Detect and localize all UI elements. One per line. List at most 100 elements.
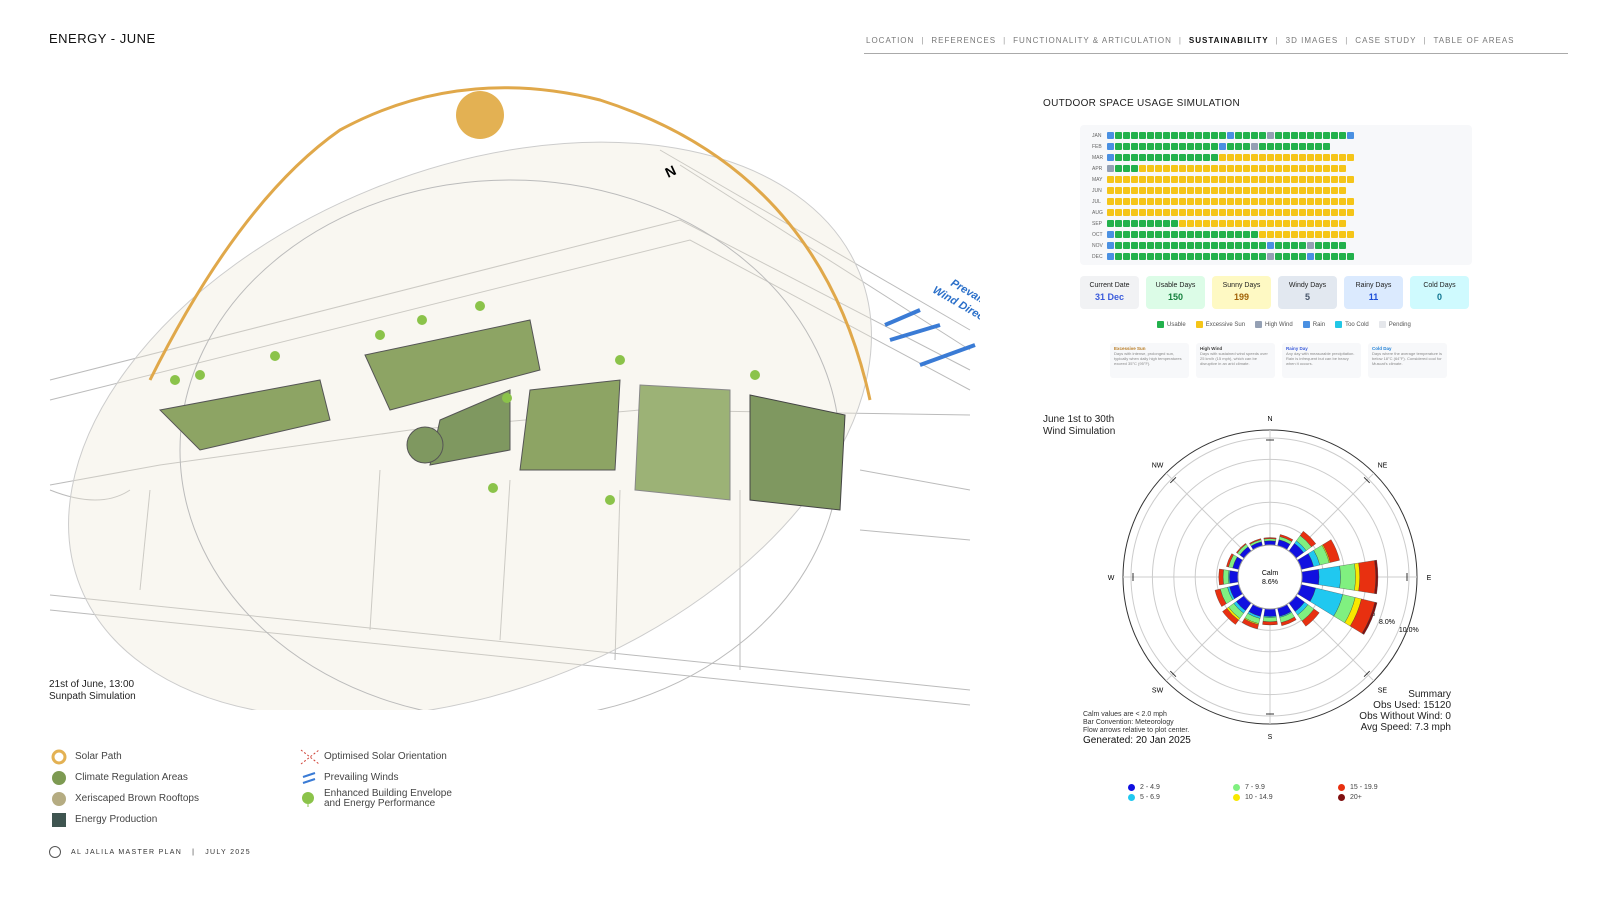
day-cell[interactable] xyxy=(1107,154,1114,161)
day-cell[interactable] xyxy=(1243,198,1250,205)
day-cell[interactable] xyxy=(1107,220,1114,227)
day-cell[interactable] xyxy=(1163,253,1170,260)
day-cell[interactable] xyxy=(1131,198,1138,205)
day-cell[interactable] xyxy=(1307,231,1314,238)
day-cell[interactable] xyxy=(1259,242,1266,249)
day-cell[interactable] xyxy=(1267,231,1274,238)
day-cell[interactable] xyxy=(1155,220,1162,227)
day-cell[interactable] xyxy=(1179,231,1186,238)
day-cell[interactable] xyxy=(1219,231,1226,238)
day-cell[interactable] xyxy=(1283,253,1290,260)
day-cell[interactable] xyxy=(1179,143,1186,150)
day-cell[interactable] xyxy=(1187,176,1194,183)
day-cell[interactable] xyxy=(1139,132,1146,139)
day-cell[interactable] xyxy=(1251,187,1258,194)
day-cell[interactable] xyxy=(1131,209,1138,216)
day-cell[interactable] xyxy=(1331,209,1338,216)
day-cell[interactable] xyxy=(1171,165,1178,172)
day-cell[interactable] xyxy=(1291,198,1298,205)
day-cell[interactable] xyxy=(1123,220,1130,227)
day-cell[interactable] xyxy=(1115,143,1122,150)
day-cell[interactable] xyxy=(1123,242,1130,249)
day-cell[interactable] xyxy=(1203,220,1210,227)
day-cell[interactable] xyxy=(1275,242,1282,249)
day-cell[interactable] xyxy=(1211,220,1218,227)
day-cell[interactable] xyxy=(1315,242,1322,249)
day-cell[interactable] xyxy=(1227,154,1234,161)
day-cell[interactable] xyxy=(1283,198,1290,205)
day-cell[interactable] xyxy=(1147,209,1154,216)
day-cell[interactable] xyxy=(1147,187,1154,194)
day-cell[interactable] xyxy=(1139,209,1146,216)
day-cell[interactable] xyxy=(1155,165,1162,172)
day-cell[interactable] xyxy=(1147,165,1154,172)
day-cell[interactable] xyxy=(1203,132,1210,139)
day-cell[interactable] xyxy=(1123,165,1130,172)
day-cell[interactable] xyxy=(1179,154,1186,161)
day-cell[interactable] xyxy=(1219,242,1226,249)
day-cell[interactable] xyxy=(1163,198,1170,205)
day-cell[interactable] xyxy=(1219,143,1226,150)
day-cell[interactable] xyxy=(1347,198,1354,205)
day-cell[interactable] xyxy=(1147,154,1154,161)
day-cell[interactable] xyxy=(1299,165,1306,172)
day-cell[interactable] xyxy=(1179,165,1186,172)
day-cell[interactable] xyxy=(1227,198,1234,205)
day-cell[interactable] xyxy=(1155,154,1162,161)
day-cell[interactable] xyxy=(1163,220,1170,227)
day-cell[interactable] xyxy=(1299,132,1306,139)
day-cell[interactable] xyxy=(1203,165,1210,172)
day-cell[interactable] xyxy=(1115,209,1122,216)
day-cell[interactable] xyxy=(1339,198,1346,205)
day-cell[interactable] xyxy=(1195,242,1202,249)
day-cell[interactable] xyxy=(1163,176,1170,183)
nav-case-study[interactable]: CASE STUDY xyxy=(1355,36,1417,45)
day-cell[interactable] xyxy=(1155,176,1162,183)
day-cell[interactable] xyxy=(1243,231,1250,238)
day-cell[interactable] xyxy=(1339,165,1346,172)
day-cell[interactable] xyxy=(1171,220,1178,227)
day-cell[interactable] xyxy=(1243,143,1250,150)
day-cell[interactable] xyxy=(1115,242,1122,249)
day-cell[interactable] xyxy=(1275,176,1282,183)
day-cell[interactable] xyxy=(1131,143,1138,150)
day-cell[interactable] xyxy=(1235,187,1242,194)
day-cell[interactable] xyxy=(1115,154,1122,161)
day-cell[interactable] xyxy=(1251,176,1258,183)
day-cell[interactable] xyxy=(1235,231,1242,238)
day-cell[interactable] xyxy=(1331,176,1338,183)
day-cell[interactable] xyxy=(1123,198,1130,205)
day-cell[interactable] xyxy=(1267,154,1274,161)
day-cell[interactable] xyxy=(1171,154,1178,161)
day-cell[interactable] xyxy=(1147,176,1154,183)
day-cell[interactable] xyxy=(1115,231,1122,238)
day-cell[interactable] xyxy=(1179,176,1186,183)
day-cell[interactable] xyxy=(1291,231,1298,238)
day-cell[interactable] xyxy=(1251,209,1258,216)
day-cell[interactable] xyxy=(1251,154,1258,161)
day-cell[interactable] xyxy=(1251,231,1258,238)
day-cell[interactable] xyxy=(1139,176,1146,183)
day-cell[interactable] xyxy=(1227,220,1234,227)
day-cell[interactable] xyxy=(1211,253,1218,260)
day-cell[interactable] xyxy=(1307,209,1314,216)
day-cell[interactable] xyxy=(1139,253,1146,260)
day-cell[interactable] xyxy=(1323,253,1330,260)
day-cell[interactable] xyxy=(1155,132,1162,139)
day-cell[interactable] xyxy=(1283,242,1290,249)
day-cell[interactable] xyxy=(1283,187,1290,194)
day-cell[interactable] xyxy=(1171,176,1178,183)
day-cell[interactable] xyxy=(1251,165,1258,172)
day-cell[interactable] xyxy=(1243,242,1250,249)
day-cell[interactable] xyxy=(1219,253,1226,260)
day-cell[interactable] xyxy=(1267,165,1274,172)
day-cell[interactable] xyxy=(1195,253,1202,260)
day-cell[interactable] xyxy=(1339,132,1346,139)
day-cell[interactable] xyxy=(1299,176,1306,183)
day-cell[interactable] xyxy=(1235,165,1242,172)
day-cell[interactable] xyxy=(1307,165,1314,172)
day-cell[interactable] xyxy=(1123,231,1130,238)
day-cell[interactable] xyxy=(1275,165,1282,172)
day-cell[interactable] xyxy=(1275,220,1282,227)
day-cell[interactable] xyxy=(1147,220,1154,227)
